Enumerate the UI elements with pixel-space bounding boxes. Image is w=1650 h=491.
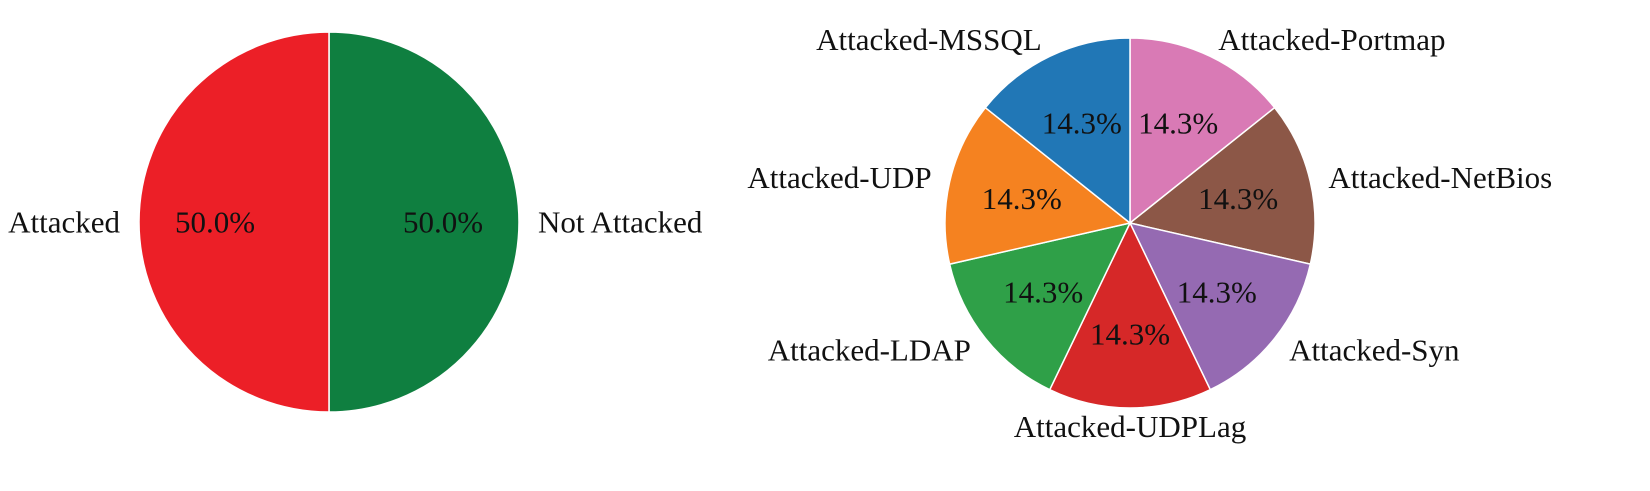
slice-label-attacked: Attacked [8, 205, 120, 240]
slice-label-attacked-syn: Attacked-Syn [1289, 332, 1460, 367]
slice-percent-attacked-mssql: 14.3% [1042, 105, 1122, 140]
slice-label-attacked-udp: Attacked-UDP [747, 160, 931, 195]
slice-percent-not-attacked: 50.0% [403, 205, 483, 240]
pie-slice-attacked-udp [944, 106, 1132, 266]
pie-slice-not-attacked [328, 31, 520, 413]
pie-slice-attacked-syn [1128, 221, 1312, 391]
pie-slice-attacked-portmap [1129, 37, 1276, 225]
slice-label-attacked-mssql: Attacked-MSSQL [816, 22, 1042, 57]
slice-percent-attacked-udp: 14.3% [982, 181, 1062, 216]
pie-slice-attacked [138, 31, 330, 413]
slice-label-attacked-udplag: Attacked-UDPLag [1014, 409, 1246, 444]
slice-label-attacked-ldap: Attacked-LDAP [768, 332, 971, 367]
slice-label-not-attacked: Not Attacked [538, 205, 703, 240]
slice-percent-attacked: 50.0% [175, 205, 255, 240]
slice-percent-attacked-syn: 14.3% [1177, 275, 1257, 310]
slice-percent-attacked-udplag: 14.3% [1090, 317, 1170, 352]
pie-slice-attacked-ldap [948, 221, 1132, 391]
slice-percent-attacked-ldap: 14.3% [1003, 275, 1083, 310]
pie-slice-attacked-udplag [1048, 221, 1212, 409]
attack-status-pie-chart: 50.0% Not Attacked 50.0% Attacked [8, 31, 703, 413]
pie-slice-attacked-mssql [984, 37, 1131, 225]
attack-type-pie-chart: 14.3% Attacked-Portmap 14.3% Attacked-NetBi… [747, 22, 1552, 444]
pie-slice-attacked-netbios [1128, 106, 1316, 266]
slice-percent-attacked-netbios: 14.3% [1198, 181, 1278, 216]
slice-percent-attacked-portmap: 14.3% [1138, 105, 1218, 140]
slice-label-attacked-portmap: Attacked-Portmap [1218, 22, 1445, 57]
slice-label-attacked-netbios: Attacked-NetBios [1328, 160, 1552, 195]
